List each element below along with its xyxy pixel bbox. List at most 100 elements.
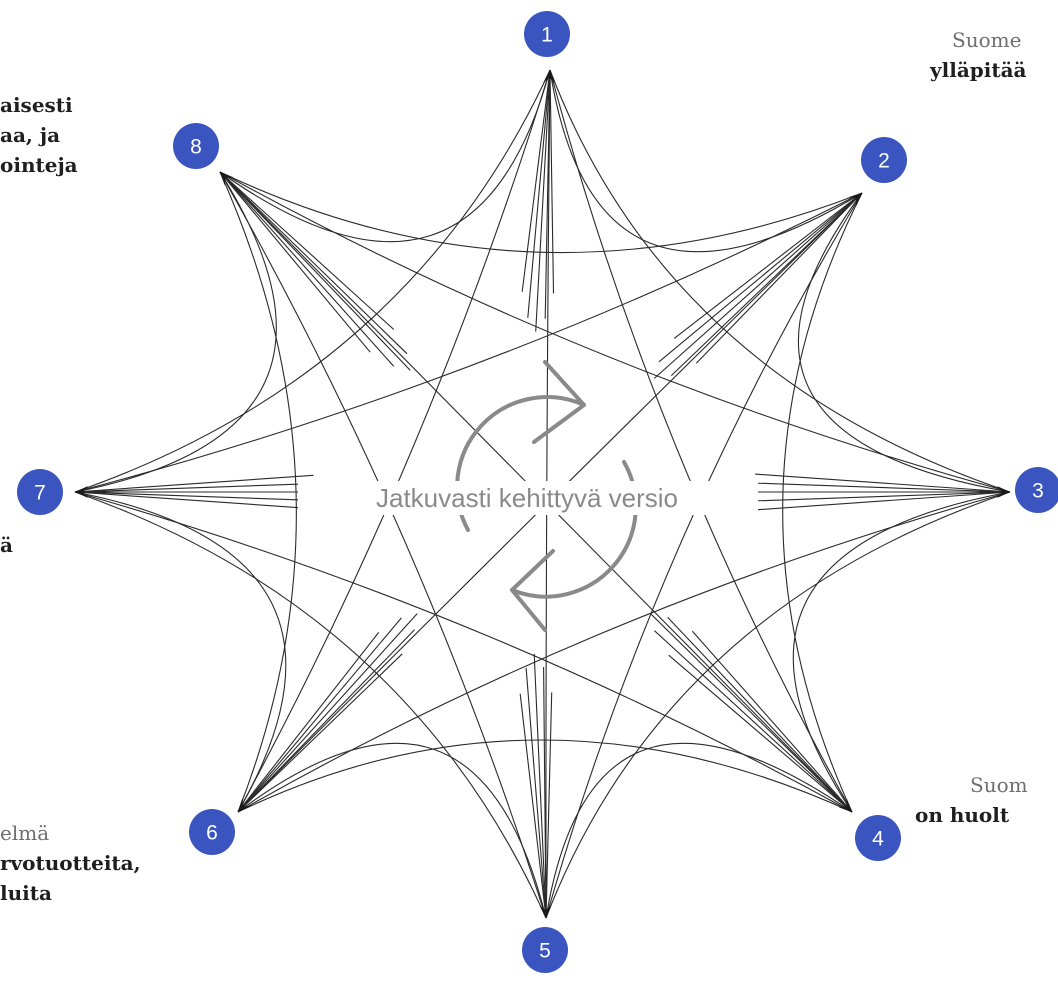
ray-line	[533, 653, 547, 919]
ray-line	[74, 491, 314, 510]
link-curve	[74, 192, 863, 493]
arrowhead	[75, 486, 88, 498]
center-label-backdrop	[298, 481, 758, 515]
ray-line	[670, 192, 863, 376]
ray-line	[219, 171, 411, 371]
node-circle	[522, 927, 568, 973]
side-text-top-right: Suome ylläpitää	[930, 25, 1027, 85]
link-curve	[237, 491, 1011, 813]
arrowhead	[848, 193, 862, 207]
ray-line	[755, 491, 1011, 511]
ray-line	[74, 491, 341, 502]
ray-line	[691, 630, 853, 813]
ray-line	[237, 617, 402, 813]
link-curve	[792, 491, 1011, 813]
link-curve	[545, 742, 853, 919]
node-2: 2	[861, 137, 907, 183]
node-circle	[17, 469, 63, 515]
side-line: aisesti	[0, 93, 73, 117]
node-circle	[1015, 467, 1058, 513]
node-number: 2	[878, 150, 890, 173]
link-curves	[74, 69, 1011, 919]
ray-line	[74, 482, 341, 493]
center-label: Jatkuvasti kehittyvä versio	[376, 483, 678, 513]
link-curve	[219, 171, 1011, 493]
ray-line	[237, 613, 418, 813]
node-number: 7	[34, 482, 46, 505]
arrowheads	[75, 70, 1010, 918]
link-curve	[74, 491, 287, 813]
ray-line	[525, 667, 547, 919]
node-4: 4	[855, 815, 901, 861]
arrowhead	[539, 904, 552, 918]
arrowhead	[997, 486, 1010, 498]
ray-line	[658, 192, 863, 363]
ray-line	[237, 629, 415, 813]
side-text-bottom-left: elmä rvotuotteita, luita	[0, 818, 141, 908]
node-8: 8	[173, 123, 219, 169]
side-line: aa, ja	[0, 123, 61, 147]
ray-line	[237, 653, 403, 813]
ray-line	[668, 654, 853, 813]
link-curve	[219, 171, 863, 254]
side-line: ointeja	[0, 153, 78, 177]
link-curve	[782, 192, 863, 813]
node-circle	[173, 123, 219, 169]
ray-line	[219, 171, 408, 355]
link-curve	[74, 69, 551, 493]
link-curve	[219, 69, 551, 243]
link-curve	[545, 192, 863, 919]
side-text-bottom-right: Suom on huolt	[915, 770, 1028, 830]
link-curve	[74, 491, 853, 813]
node-circle	[855, 815, 901, 861]
ray-line	[673, 192, 863, 339]
node-number: 3	[1032, 480, 1044, 503]
ray-line	[519, 693, 547, 919]
ray-line	[654, 630, 853, 813]
link-curve	[74, 171, 277, 493]
node-circle	[861, 137, 907, 183]
ray-line	[543, 666, 547, 919]
ray-line	[545, 692, 553, 919]
ray-line	[667, 617, 853, 813]
ray-line	[237, 632, 380, 813]
side-line: ä	[0, 533, 13, 557]
link-curve	[237, 739, 853, 813]
side-line: ylläpitää	[930, 58, 1027, 82]
link-curve	[237, 742, 547, 919]
node-3: 3	[1015, 467, 1058, 513]
side-line: luita	[0, 881, 52, 905]
ray-line	[726, 481, 1011, 493]
arrowhead	[238, 798, 252, 812]
link-curve	[549, 69, 863, 253]
link-curve	[237, 69, 551, 813]
ray-line	[653, 192, 863, 379]
node-circle	[524, 11, 570, 57]
inner-tick-marks	[74, 69, 1011, 919]
side-text-top-left: aisesti aa, ja ointeja	[0, 90, 78, 180]
node-circle	[189, 809, 235, 855]
link-curve	[549, 69, 853, 813]
ray-line	[74, 474, 314, 493]
ray-line	[650, 613, 853, 813]
link-curve	[545, 491, 1011, 919]
side-line: elmä	[0, 821, 50, 845]
ray-line	[695, 192, 863, 364]
node-5: 5	[522, 927, 568, 973]
link-curve	[219, 171, 547, 919]
arrowhead	[543, 70, 556, 84]
node-6: 6	[189, 809, 235, 855]
ray-line	[755, 473, 1011, 493]
ray-line	[527, 69, 551, 318]
node-7: 7	[17, 469, 63, 515]
ray-line	[726, 491, 1011, 503]
ray-line	[521, 69, 551, 292]
node-number: 5	[539, 940, 551, 963]
side-line: Suom	[970, 773, 1028, 797]
arrowhead	[220, 172, 234, 186]
ray-line	[219, 171, 395, 367]
node-number: 8	[190, 136, 202, 159]
side-line: Suome	[952, 28, 1022, 52]
